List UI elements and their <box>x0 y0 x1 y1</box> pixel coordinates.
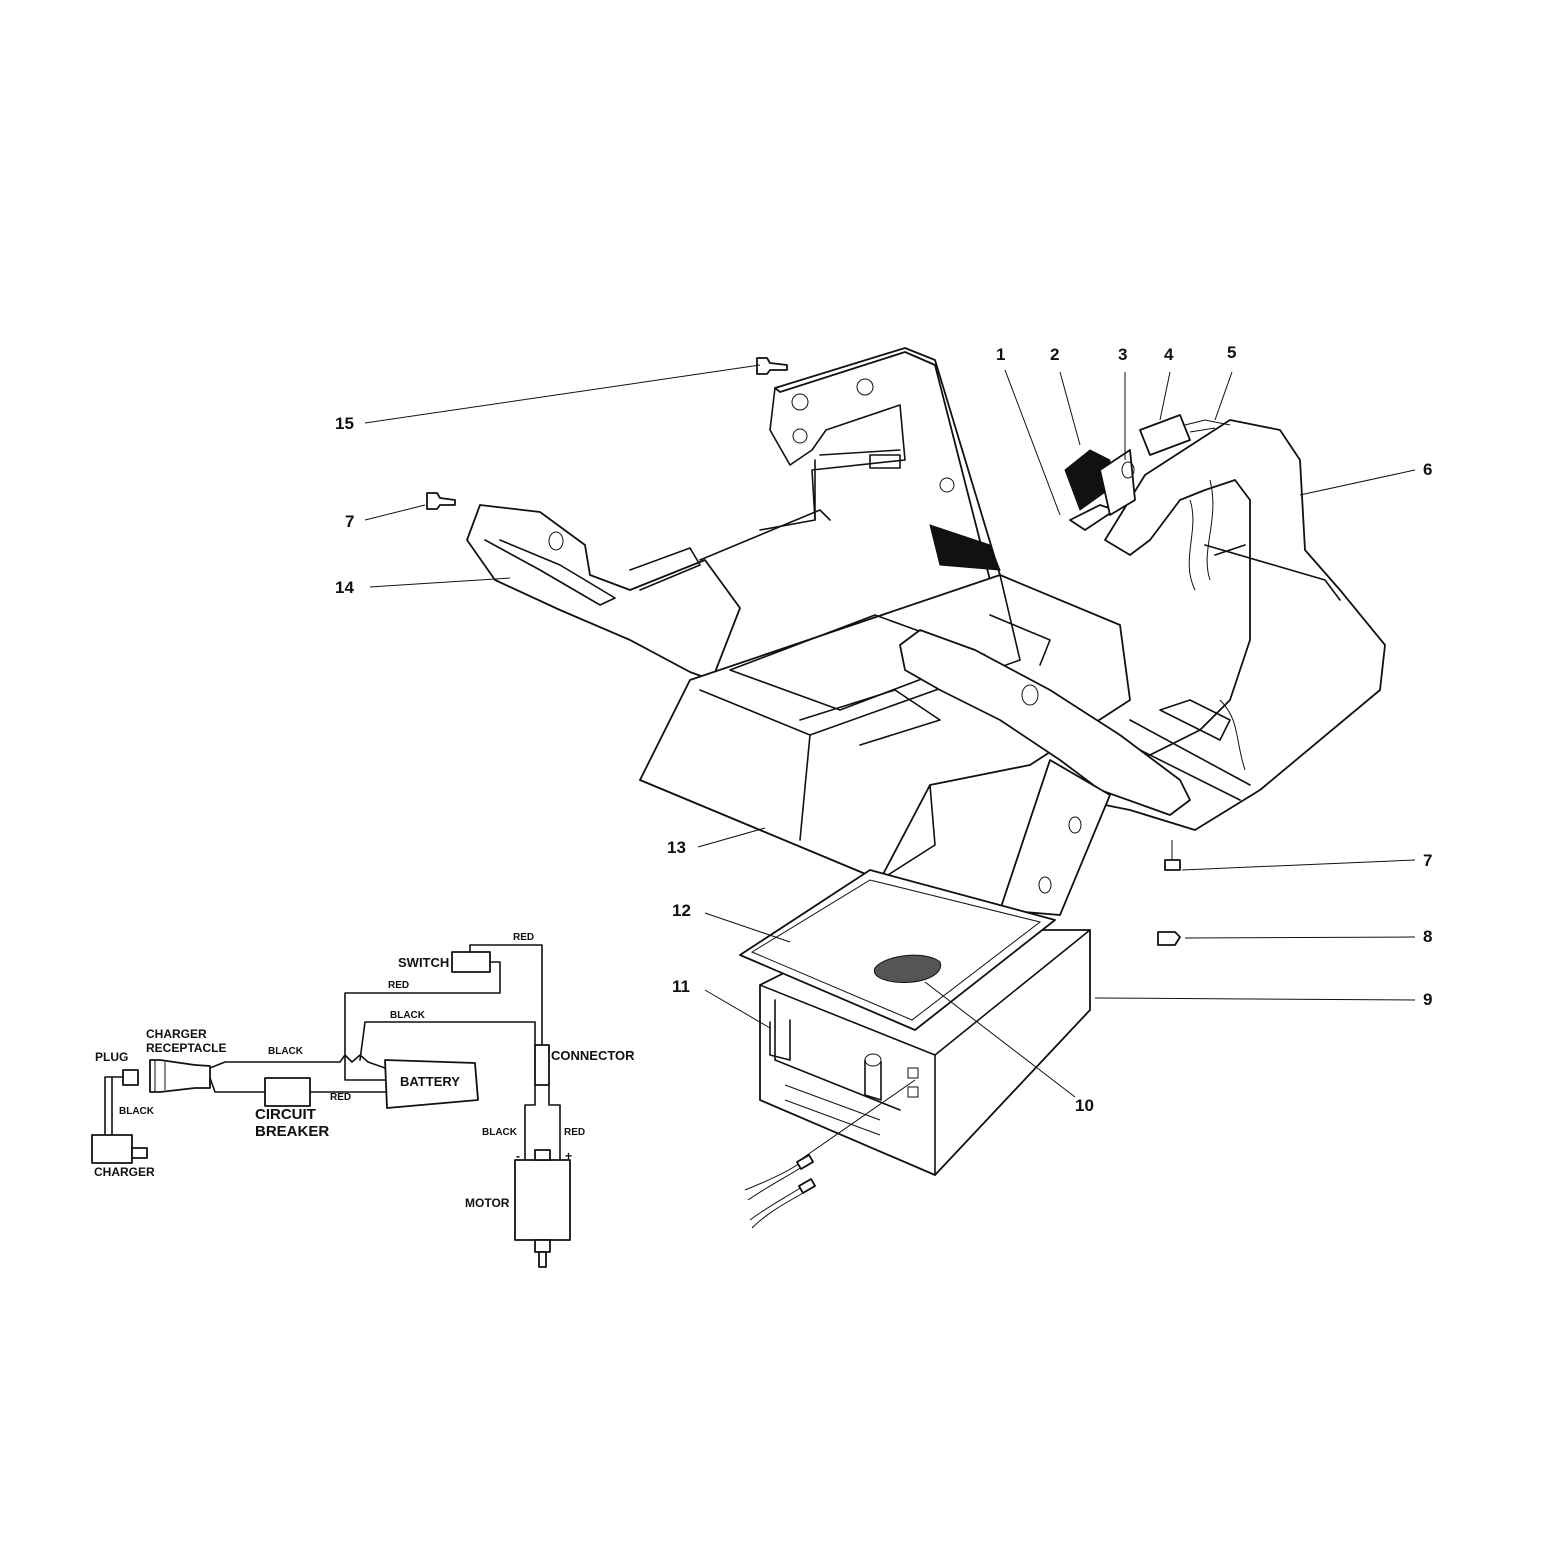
callout-11: 11 <box>672 977 690 996</box>
charger-receptacle-symbol <box>149 1059 211 1093</box>
steering-bar <box>899 629 1191 916</box>
right-frame <box>1099 419 1386 831</box>
label-black-motor: BLACK <box>482 1127 517 1138</box>
callout-5: 5 <box>1227 343 1237 362</box>
wiring-schematic <box>91 944 571 1268</box>
callout-7-top: 7 <box>345 512 355 531</box>
switch-symbol <box>451 951 491 973</box>
label-black-plug: BLACK <box>119 1106 154 1117</box>
callout-13: 13 <box>667 838 686 857</box>
label-switch: SWITCH <box>398 955 450 970</box>
callout-2: 2 <box>1050 345 1060 364</box>
battery-leads <box>744 1154 816 1229</box>
connector-symbol <box>534 1044 550 1086</box>
label-red-motor: RED <box>564 1127 586 1138</box>
battery-plate <box>739 869 1056 1031</box>
callout-15: 15 <box>335 414 354 433</box>
label-motor-minus: - <box>516 1149 520 1163</box>
label-charger-receptacle-1: CHARGER <box>146 1027 207 1041</box>
switch-pedal-assembly <box>1064 414 1231 531</box>
callout-14: 14 <box>335 578 354 597</box>
label-red-mid: RED <box>388 980 410 991</box>
motor-symbol <box>514 1159 571 1241</box>
label-connector: CONNECTOR <box>551 1048 635 1063</box>
label-circuit: CIRCUIT <box>255 1106 316 1123</box>
label-battery: BATTERY <box>400 1074 460 1089</box>
label-red-circuit-breaker: RED <box>330 1092 352 1103</box>
callout-7-bottom: 7 <box>1423 851 1433 870</box>
label-black-line: BLACK <box>268 1046 303 1057</box>
callout-9: 9 <box>1423 990 1433 1009</box>
screws <box>426 357 1181 946</box>
label-red-top: RED <box>513 932 535 943</box>
callout-4: 4 <box>1164 345 1174 364</box>
left-handle <box>466 504 831 681</box>
callout-3: 3 <box>1118 345 1128 364</box>
label-charger: CHARGER <box>94 1165 155 1179</box>
battery-symbol <box>384 1059 479 1109</box>
leader-lines <box>364 364 1416 1161</box>
label-black-mid: BLACK <box>390 1010 425 1021</box>
label-plug: PLUG <box>95 1050 129 1064</box>
rear-frame <box>759 347 1001 581</box>
label-charger-receptacle-2: RECEPTACLE <box>146 1041 227 1055</box>
callout-8: 8 <box>1423 927 1433 946</box>
callout-10: 10 <box>1075 1096 1094 1115</box>
label-breaker: BREAKER <box>255 1123 330 1140</box>
plug-symbol <box>122 1069 139 1086</box>
label-motor: MOTOR <box>465 1196 510 1210</box>
seat-tub <box>639 574 1131 881</box>
callout-1: 1 <box>996 345 1006 364</box>
callout-6: 6 <box>1423 460 1433 479</box>
callout-12: 12 <box>672 901 691 920</box>
label-motor-plus: + <box>565 1149 573 1163</box>
charger-symbol <box>91 1134 133 1164</box>
circuit-breaker-symbol <box>264 1077 311 1107</box>
